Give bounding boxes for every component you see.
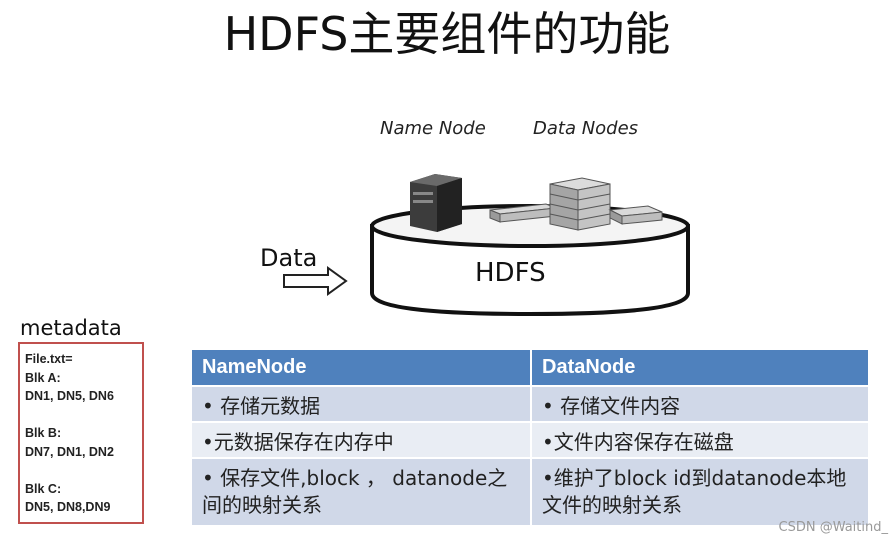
- metadata-line: DN1, DN5, DN6: [25, 389, 114, 403]
- header-datanode: DataNode: [531, 350, 870, 386]
- hdfs-architecture-diagram: Name Node Data Nodes HDFS Data: [250, 108, 720, 323]
- metadata-title: metadata: [20, 316, 122, 340]
- metadata-line: Blk B:: [25, 426, 62, 440]
- metadata-line: DN7, DN1, DN2: [25, 444, 114, 459]
- data-input-label: Data: [260, 244, 318, 272]
- metadata-box: File.txt= Blk A: DN1, DN5, DN6 Blk B: DN…: [18, 342, 144, 524]
- table-cell: •文件内容保存在磁盘: [531, 421, 870, 458]
- metadata-line: DN5, DN8,DN9: [25, 500, 111, 514]
- name-node-label: Name Node: [380, 118, 486, 139]
- component-comparison-table: NameNode DataNode • 存储元数据 • 存储文件内容 •元数据保…: [192, 350, 870, 525]
- table-cell: • 保存文件,block ， datanode之间的映射关系: [192, 457, 532, 525]
- page-title: HDFS主要组件的功能: [223, 7, 671, 61]
- table-cell: • 存储文件内容: [531, 385, 870, 422]
- data-node-left-icon: [489, 203, 557, 223]
- table-cell: •维护了block id到datanode本地文件的映射关系: [531, 457, 870, 525]
- metadata-line: File.txt=: [25, 352, 73, 366]
- table-header-row: NameNode DataNode: [192, 350, 870, 386]
- hdfs-diagram-graphic: [283, 174, 690, 317]
- metadata-line: [25, 461, 138, 480]
- name-node-server-icon: [410, 174, 462, 232]
- watermark: CSDN @Waitind_: [778, 520, 889, 535]
- hdfs-label: HDFS: [475, 258, 546, 288]
- table-row: • 存储元数据 • 存储文件内容: [192, 385, 870, 422]
- table-cell: •元数据保存在内存中: [192, 421, 532, 458]
- metadata-line: [25, 406, 138, 425]
- header-namenode: NameNode: [192, 350, 532, 386]
- data-node-stack-icon: [549, 177, 611, 231]
- table-cell: • 存储元数据: [192, 385, 532, 422]
- metadata-line: Blk A:: [25, 370, 61, 385]
- data-arrow-icon: [283, 266, 348, 296]
- table-row: • 保存文件,block ， datanode之间的映射关系 •维护了block…: [192, 457, 870, 525]
- data-nodes-label: Data Nodes: [533, 118, 639, 139]
- data-node-right-icon: [608, 205, 663, 225]
- hdfs-cylinder-body: [370, 224, 690, 317]
- metadata-line: Blk C:: [25, 481, 62, 496]
- table-row: •元数据保存在内存中 •文件内容保存在磁盘: [192, 421, 870, 458]
